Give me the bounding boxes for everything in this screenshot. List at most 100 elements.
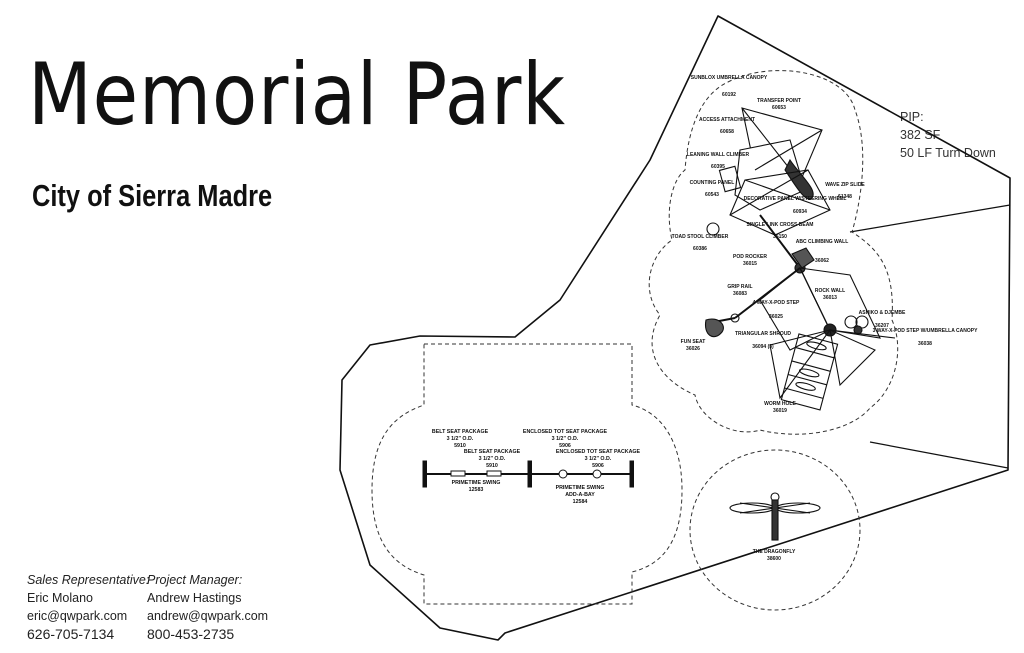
bridge-label: SINGLE LINK CROSS BEAM	[747, 222, 814, 228]
rock-wall-label: ROCK WALL	[815, 288, 845, 294]
belt-seat-label-1: BELT SEAT PACKAGE	[432, 429, 489, 435]
swing-post	[422, 460, 427, 488]
enclosed-seat-code-2: 5906	[592, 463, 604, 469]
dragonfly-label: THE DRAGONFLY	[753, 549, 796, 555]
pm-contact: Project Manager: Andrew Hastings andrew@…	[147, 571, 268, 643]
turf-divider-line	[869, 441, 1009, 469]
four-way-pod-label: 4 WAY-X-POD STEP	[753, 300, 800, 306]
sales-email[interactable]: eric@qwpark.com	[27, 609, 128, 623]
belt-seat-code-2: 5910	[486, 463, 498, 469]
rock-wall-code: 36013	[823, 295, 837, 301]
dragonfly-code: 38600	[767, 556, 781, 562]
belt-seat-size-2: 3 1/2" O.D.	[479, 456, 506, 462]
pod-rocker-label: POD ROCKER	[733, 254, 767, 260]
grip-rail-post	[730, 313, 740, 323]
enclosed-seat-size-2: 3 1/2" O.D.	[585, 456, 612, 462]
swing-labels: BELT SEAT PACKAGE 3 1/2" O.D. 5910 ENCLO…	[432, 429, 641, 493]
decorative-panel-label: DECORATIVE PANEL W/STEERING WHEEL	[744, 196, 847, 202]
toad-stool-label: TOAD STOOL CLIMBER	[672, 234, 729, 240]
three-way-pod-code: 36038	[918, 341, 932, 347]
pm-email[interactable]: andrew@qwpark.com	[147, 609, 269, 623]
access-label: ACCESS ATTACHMENT	[699, 117, 755, 123]
primetime-addabay-line: PRIMETIME SWING	[556, 485, 605, 491]
access-code: 60658	[720, 129, 734, 135]
swing-set	[422, 460, 634, 488]
three-way-pod-step-link	[829, 329, 896, 339]
ashiko-label: ASHIKO & DJEMBE	[859, 310, 906, 316]
enclosed-seat-label-1: ENCLOSED TOT SEAT PACKAGE	[523, 429, 608, 435]
decorative-panel-code: 60934	[793, 209, 807, 215]
bridge-beam	[759, 214, 801, 269]
fun-seat-label: FUN SEAT	[681, 339, 706, 345]
counting-panel	[718, 165, 742, 193]
wave-zip-code: 61348	[838, 194, 852, 200]
enclosed-seat-label-2: ENCLOSED TOT SEAT PACKAGE	[556, 449, 641, 455]
belt-seat-code-1: 5910	[454, 443, 466, 449]
swing-post	[527, 460, 532, 488]
primetime-addabay-line: ADD-A-BAY	[565, 492, 595, 498]
page-title: Memorial Park	[28, 45, 566, 145]
dragonfly-area-boundary	[689, 449, 861, 611]
dragonfly-rider	[729, 492, 821, 541]
sunblox-code: 60192	[722, 92, 736, 98]
worm-hole-label: WORM HOLE	[764, 401, 796, 407]
primetime-swing-label: PRIMETIME SWING	[452, 480, 501, 486]
pm-name: Andrew Hastings	[147, 591, 242, 605]
sales-contact: Sales Representative: Eric Molano eric@q…	[27, 571, 149, 643]
counting-panel-label: COUNTING PANEL	[690, 180, 735, 186]
grip-rail-code: 36083	[733, 291, 747, 297]
pod-rocker	[791, 247, 815, 269]
counting-panel-code: 60543	[705, 192, 719, 198]
enclosed-seat-size-1: 3 1/2" O.D.	[552, 436, 579, 442]
toad-stool-climber	[706, 222, 720, 236]
pm-role: Project Manager:	[147, 573, 243, 587]
belt-seat-label-2: BELT SEAT PACKAGE	[464, 449, 521, 455]
decorative-panel-roof	[729, 169, 831, 236]
triangular-shroud-label: TRIANGULAR SHROUD	[735, 331, 791, 337]
grip-rail	[734, 267, 801, 319]
enclosed-seat-code-1: 5906	[559, 443, 571, 449]
ashiko-code: 36207	[875, 323, 889, 329]
primetime-addabay-code: 12584	[573, 499, 588, 505]
four-way-pod-code: 36025	[769, 314, 783, 320]
belt-seat	[450, 470, 466, 477]
belt-seat	[486, 470, 502, 477]
leaning-wall-code: 60395	[711, 164, 725, 170]
page-subtitle: City of Sierra Madre	[32, 178, 273, 213]
pod-rocker-code: 36015	[743, 261, 757, 267]
turf-divider-line	[849, 204, 1011, 233]
deck-platform	[734, 139, 806, 211]
sales-name: Eric Molano	[27, 591, 93, 605]
pm-phone: 800-453-2735	[147, 626, 235, 642]
leaning-wall-label: LEANING WALL CLIMBER	[687, 152, 750, 158]
component-labels: SUNBLOX UMBRELLA CANOPY 60192 TRANSFER P…	[672, 75, 978, 562]
sales-role: Sales Representative:	[27, 573, 150, 587]
transfer-label: TRANSFER POINT	[757, 98, 801, 104]
worm-hole	[780, 333, 839, 411]
belt-seat-size-1: 3 1/2" O.D.	[447, 436, 474, 442]
swing-area-boundary	[371, 343, 683, 605]
abc-wall-label: ABC CLIMBING WALL	[796, 239, 849, 245]
grip-rail-label: GRIP RAIL	[727, 284, 752, 290]
fun-seat	[704, 318, 724, 338]
tot-seat	[558, 469, 568, 479]
three-way-pod-label: 3 WAY-X-POD STEP W/UMBRELLA CANOPY	[873, 328, 978, 334]
sales-phone: 626-705-7134	[27, 626, 115, 642]
swing-post	[629, 460, 634, 488]
sunblox-label: SUNBLOX UMBRELLA CANOPY	[691, 75, 768, 81]
primetime-swing-code: 12583	[469, 487, 484, 493]
transfer-code: 60653	[772, 105, 786, 111]
play-structure	[704, 107, 896, 411]
play-area-boundary	[648, 70, 899, 435]
tot-seat	[592, 469, 602, 479]
ashiko-drum	[844, 315, 858, 329]
fun-seat-code: 36026	[686, 346, 700, 352]
abc-climbing-wall-roof	[799, 267, 881, 339]
site-boundary	[339, 15, 1011, 641]
toad-stool-code: 60386	[693, 246, 707, 252]
triangular-shroud	[829, 329, 876, 387]
abc-wall-code: 36062	[815, 258, 829, 264]
